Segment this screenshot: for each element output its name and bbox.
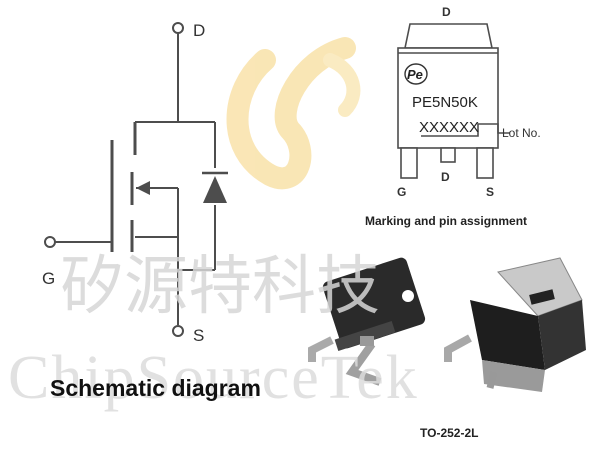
body-diode-icon [203,176,227,203]
gate-terminal [44,236,56,248]
marking-pin-d-top: D [442,5,451,19]
drain-terminal [172,22,184,34]
package-front-view [308,257,426,386]
schematic-title: Schematic diagram [50,375,261,401]
watermark-english: ChipSourceTek [8,344,419,412]
background-logo [226,37,361,190]
lot-label: Lot No. [502,126,541,140]
package-back-view [444,257,586,392]
part-number: PE5N50K [412,94,478,111]
marking-pin-d: D [441,170,450,184]
marking-pin-s: S [486,185,494,199]
marking-caption: Marking and pin assignment [365,214,527,228]
source-terminal [172,325,184,337]
schematic-pin-d: D [193,21,205,40]
mosfet-schematic [44,22,228,337]
lot-code: XXXXXX [419,119,479,136]
channel-arrow-icon [136,181,150,195]
pe-logo: Pe [404,63,428,85]
schematic-pin-s: S [193,326,204,345]
marking-pin-g: G [397,185,406,199]
logo-text: Pe [407,67,423,82]
watermark-chinese: 矽源特科技 [60,250,380,324]
package-caption: TO-252-2L [420,426,478,440]
schematic-pin-g: G [42,269,55,288]
